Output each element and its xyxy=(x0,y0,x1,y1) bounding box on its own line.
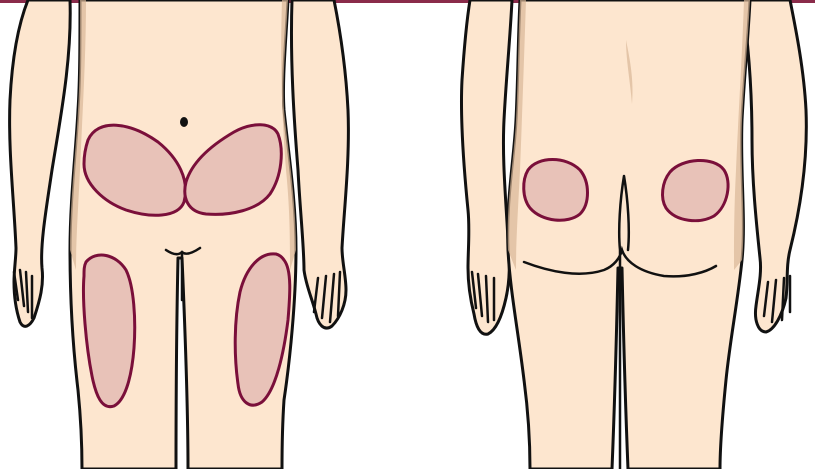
front-left-arm xyxy=(10,0,71,326)
region-buttock-upper-left xyxy=(524,160,588,221)
navel xyxy=(180,117,188,127)
front-view xyxy=(10,0,349,469)
region-buttock-upper-right xyxy=(663,160,729,220)
back-view xyxy=(461,0,806,469)
back-right-arm xyxy=(742,0,806,332)
